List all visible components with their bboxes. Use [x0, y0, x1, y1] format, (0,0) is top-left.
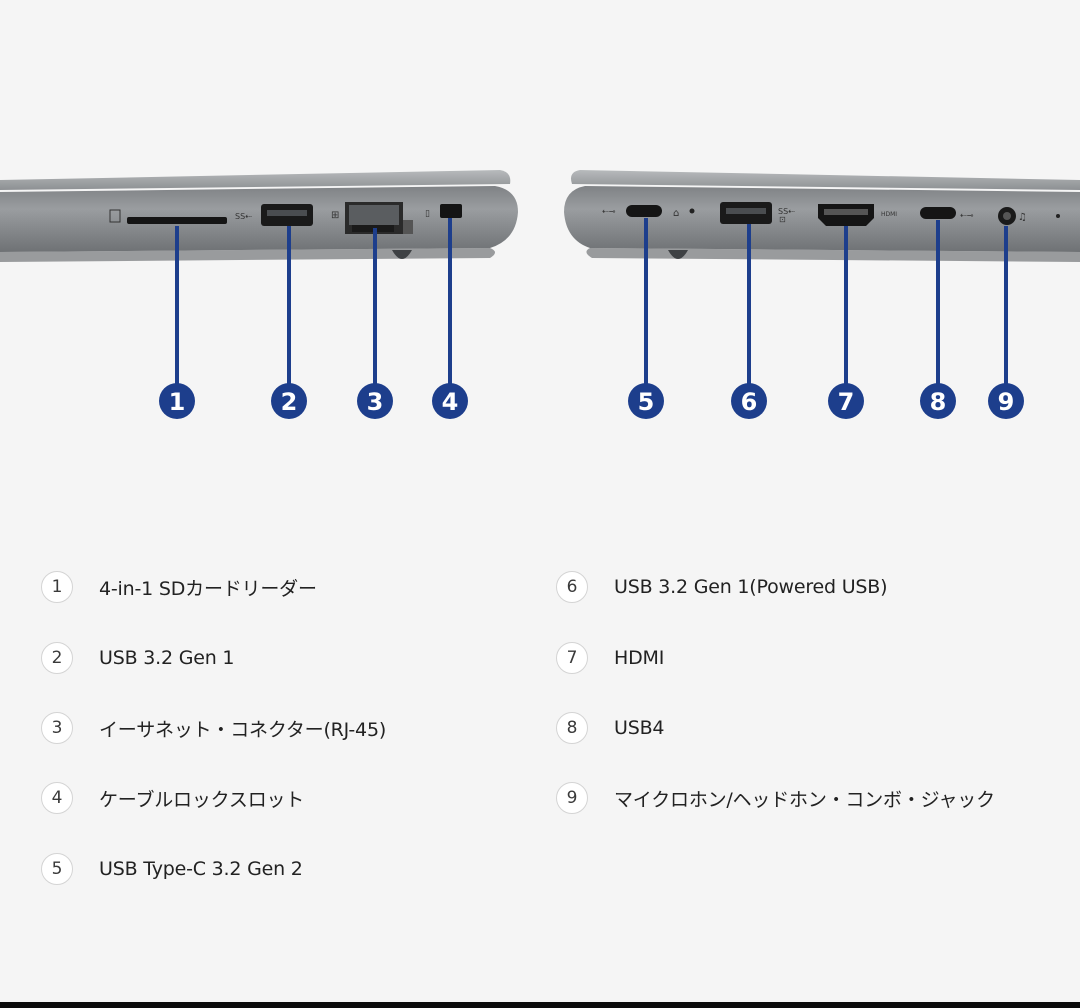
legend-number-9: 9 [556, 782, 588, 814]
callout-3: 3 [357, 383, 393, 419]
legend-number-7: 7 [556, 642, 588, 674]
legend-number-8: 8 [556, 712, 588, 744]
callout-8-number: 8 [930, 388, 947, 416]
callout-7: 7 [828, 383, 864, 419]
legend-item-1: 1 4-in-1 SDカードリーダー [41, 569, 317, 605]
legend-number-6: 6 [556, 571, 588, 603]
legend-label-5: USB Type-C 3.2 Gen 2 [99, 858, 303, 880]
usb-c-port-left-icon: ⇠⊸ ⌂ [602, 205, 695, 219]
legend-number-4: 4 [41, 782, 73, 814]
laptop-right-side: ⇠⊸ ⌂ SS⇠ ⊡ HDMI ⇠⊸ ♫ [564, 170, 1080, 385]
usb4-port-icon: ⇠⊸ [920, 207, 974, 220]
ethernet-port-icon: ⊞ [331, 202, 413, 234]
callout-9: 9 [988, 383, 1024, 419]
legend-label-7: HDMI [614, 647, 665, 669]
lock-slot-icon: ▯ [425, 204, 462, 219]
callout-5-number: 5 [638, 388, 655, 416]
legend-item-6: 6 USB 3.2 Gen 1(Powered USB) [556, 569, 888, 605]
legend-item-7: 7 HDMI [556, 640, 664, 676]
svg-text:▯: ▯ [425, 209, 430, 219]
callout-1: 1 [159, 383, 195, 419]
legend-label-1: 4-in-1 SDカードリーダー [99, 577, 317, 600]
headphone-jack-icon: ♫ [998, 207, 1060, 225]
svg-text:SS⇠: SS⇠ [235, 212, 252, 221]
legend-label-6: USB 3.2 Gen 1(Powered USB) [614, 576, 888, 598]
legend-label-4: ケーブルロックスロット [99, 788, 305, 811]
callouts: 1 2 3 4 5 6 7 8 [159, 383, 1024, 419]
legend-item-2: 2 USB 3.2 Gen 1 [41, 640, 234, 676]
legend-number-5: 5 [41, 853, 73, 885]
hdmi-port-label: HDMI [881, 211, 897, 218]
legend-number-1: 1 [41, 571, 73, 603]
svg-text:♫: ♫ [1018, 212, 1027, 223]
svg-text:⊡: ⊡ [779, 215, 786, 224]
hdmi-port-icon: HDMI [818, 204, 897, 226]
svg-text:⇠⊸: ⇠⊸ [602, 207, 616, 216]
callout-1-number: 1 [169, 388, 186, 416]
callout-6-number: 6 [741, 388, 758, 416]
callout-2: 2 [271, 383, 307, 419]
legend-label-3: イーサネット・コネクター(RJ-45) [99, 718, 387, 741]
svg-text:⇠⊸: ⇠⊸ [960, 211, 974, 220]
callout-5: 5 [628, 383, 664, 419]
callout-8: 8 [920, 383, 956, 419]
svg-text:⌂: ⌂ [673, 208, 679, 219]
port-diagram: SS⇠ ⊞ ▯ ⇠⊸ ⌂ [0, 170, 1080, 419]
svg-text:SS⇠: SS⇠ [778, 207, 795, 216]
callout-4-number: 4 [442, 388, 459, 416]
callout-6: 6 [731, 383, 767, 419]
callout-3-number: 3 [367, 388, 384, 416]
callout-lines-right [644, 218, 1008, 385]
bottom-border [0, 1002, 1080, 1008]
sd-card-slot-icon [109, 209, 227, 224]
callout-9-number: 9 [998, 388, 1015, 416]
legend-number-2: 2 [41, 642, 73, 674]
callout-7-number: 7 [838, 388, 855, 416]
usb-a-port-icon: SS⇠ [235, 204, 313, 226]
powered-usb-a-port-icon: SS⇠ ⊡ [720, 202, 795, 224]
callout-2-number: 2 [281, 388, 298, 416]
legend-item-8: 8 USB4 [556, 710, 664, 746]
laptop-left-side: SS⇠ ⊞ ▯ [0, 170, 518, 385]
legend-label-2: USB 3.2 Gen 1 [99, 647, 235, 669]
callout-lines-left [175, 218, 452, 385]
legend-item-4: 4 ケーブルロックスロット [41, 780, 304, 816]
legend-label-9: マイクロホン/ヘッドホン・コンボ・ジャック [614, 788, 995, 811]
legend-item-9: 9 マイクロホン/ヘッドホン・コンボ・ジャック [556, 780, 995, 816]
callout-4: 4 [432, 383, 468, 419]
legend-item-5: 5 USB Type-C 3.2 Gen 2 [41, 851, 303, 887]
legend-number-3: 3 [41, 712, 73, 744]
legend-item-3: 3 イーサネット・コネクター(RJ-45) [41, 710, 386, 746]
legend-label-8: USB4 [614, 717, 665, 739]
svg-text:⊞: ⊞ [331, 210, 339, 221]
